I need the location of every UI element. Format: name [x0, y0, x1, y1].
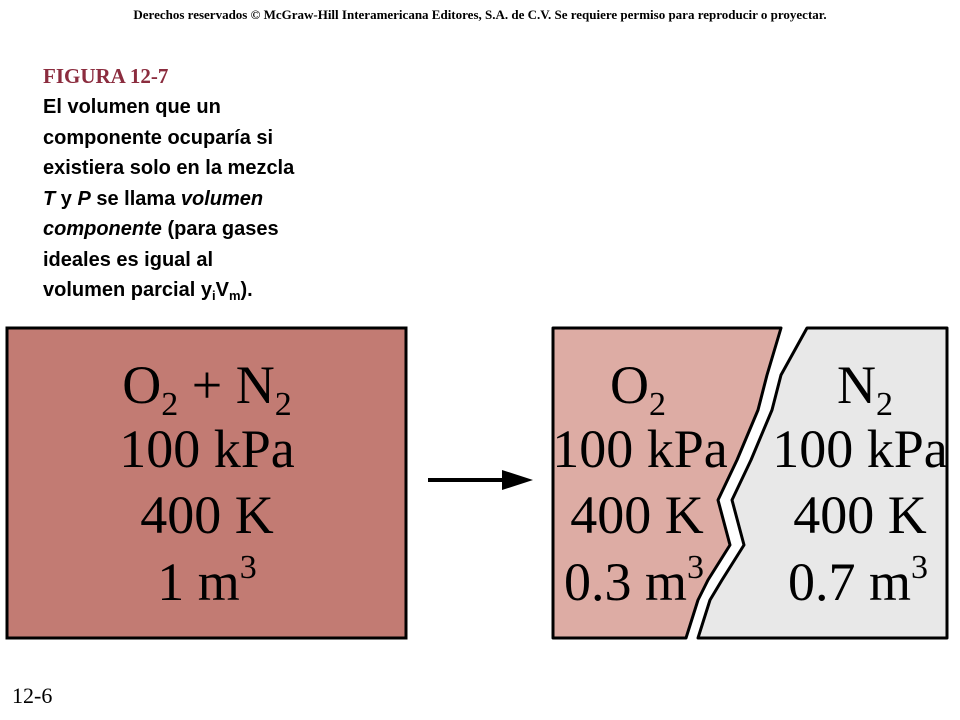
caption-componente: componente [43, 218, 162, 240]
mixture-pressure: 100 kPa [119, 419, 295, 479]
o2-temperature: 400 K [570, 485, 704, 545]
copyright-notice: Derechos reservados © McGraw-Hill Intera… [133, 7, 827, 22]
caption-close: ). [240, 279, 253, 301]
mixture-temperature: 400 K [140, 485, 274, 545]
page-number: 12-6 [12, 683, 53, 708]
caption-line-6: ideales es igual al [43, 248, 214, 271]
caption-line-7: volumen parcial yiVm). [43, 275, 383, 306]
figure-label: FIGURA 12-7 [43, 64, 169, 88]
caption-volumen-parcial: volumen parcial y [43, 279, 212, 301]
o2-pressure: 100 kPa [552, 419, 728, 479]
caption-y: y [55, 187, 78, 210]
n2-region [696, 326, 949, 640]
caption-line-5: componente (para gases [43, 214, 383, 245]
figure-caption: El volumen que un componente ocuparía si… [43, 92, 383, 306]
caption-se-llama: se llama [90, 187, 181, 210]
o2-volume: 0.3 m3 [564, 549, 704, 612]
n2-volume: 0.7 m3 [788, 549, 928, 612]
caption-para-gases: (para gases [161, 218, 279, 240]
caption-V: V [215, 279, 229, 301]
o2-region [551, 326, 783, 640]
arrow-right-icon [428, 470, 533, 490]
caption-sub-i: i [211, 288, 216, 303]
caption-line-2: componente ocuparía si [43, 126, 274, 149]
caption-line-4: T y P se llama volumen [43, 184, 383, 215]
caption-T: T [43, 187, 56, 210]
caption-line-1: El volumen que un [43, 96, 221, 118]
mixture-box [5, 326, 408, 640]
mixture-formula: O2 + N2 [122, 355, 291, 423]
caption-P: P [77, 187, 91, 210]
o2-formula: O2 [610, 355, 666, 423]
n2-pressure: 100 kPa [772, 419, 948, 479]
n2-temperature: 400 K [793, 485, 927, 545]
caption-line-3: existiera solo en la mezcla [43, 157, 295, 179]
caption-volumen: volumen [180, 187, 264, 210]
mixture-volume: 1 m3 [157, 549, 257, 612]
n2-formula: N2 [837, 355, 893, 423]
caption-sub-m: m [228, 288, 241, 303]
